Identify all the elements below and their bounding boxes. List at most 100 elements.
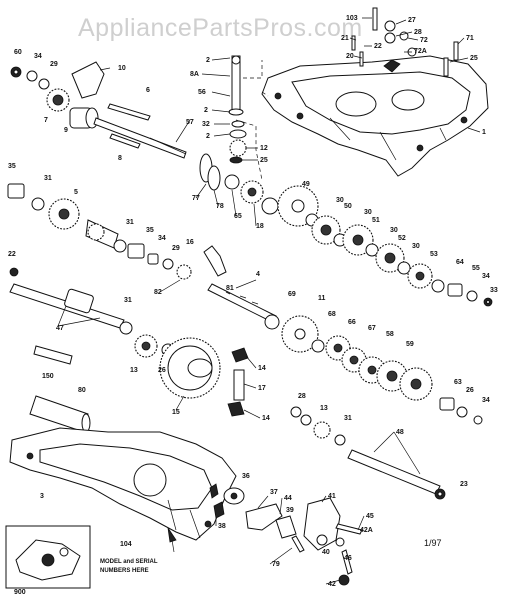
callout-14: 14 [258,365,266,372]
callout-30d: 30 [412,243,420,250]
callout-46: 46 [344,555,352,562]
inset-overview [5,525,177,589]
callout-5: 5 [74,189,78,196]
callout-59: 59 [406,341,414,348]
callout-10: 10 [118,65,126,72]
callout-11: 11 [318,295,326,302]
callout-52: 52 [398,235,406,242]
callout-17: 17 [258,385,266,392]
brake-shift-parts [209,483,363,586]
callout-27: 27 [408,17,416,24]
callout-51: 51 [372,217,380,224]
callout-34: 34 [34,53,42,60]
axle-47 [9,267,133,335]
callout-42: 42 [328,581,336,588]
callout-39: 39 [286,507,294,514]
callout-3: 3 [40,493,44,500]
callout-16: 16 [186,239,194,246]
callout-22: 22 [374,43,382,50]
callout-33: 33 [490,287,498,294]
callout-72a: 72A [414,48,427,55]
differential-assembly [134,334,249,417]
callout-81: 81 [226,285,234,292]
callout-72: 72 [420,37,428,44]
callout-14b: 14 [262,415,270,422]
callout-37: 37 [270,489,278,496]
callout-65: 65 [234,213,242,220]
callout-13b: 13 [320,405,328,412]
callout-31: 31 [44,175,52,182]
callout-35: 35 [8,163,16,170]
callout-29: 29 [50,61,58,68]
callout-77: 77 [192,195,200,202]
callout-900: 900 [14,589,26,596]
upper-hardware-group [351,7,459,77]
callout-80: 80 [78,387,86,394]
callout-31c: 31 [124,297,132,304]
callout-38: 38 [218,523,226,530]
output-gear-row [264,314,483,446]
callout-58: 58 [386,331,394,338]
callout-35b: 35 [146,227,154,234]
callout-26b: 26 [466,387,474,394]
callout-23: 23 [460,481,468,488]
callout-30a: 30 [336,197,344,204]
callout-69: 69 [288,291,296,298]
callout-42a: 42A [360,527,373,534]
callout-68: 68 [328,311,336,318]
callout-63: 63 [454,379,462,386]
callout-56: 56 [198,89,206,96]
callout-22b: 22 [8,251,16,258]
callout-44: 44 [284,495,292,502]
input-shaft-parts [7,183,277,323]
callout-34d: 34 [482,397,490,404]
leader-lines [57,17,481,585]
callout-34c: 34 [158,235,166,242]
callout-25: 25 [470,55,478,62]
callout-67: 67 [368,325,376,332]
callout-53: 53 [430,251,438,258]
callout-104: 104 [120,541,132,548]
callout-26: 26 [158,367,166,374]
callout-66: 66 [348,319,356,326]
callout-34b: 34 [482,273,490,280]
callout-8: 8 [118,155,122,162]
callout-2: 2 [206,57,210,64]
callout-9: 9 [64,127,68,134]
callout-150: 150 [42,373,54,380]
callout-28b: 28 [298,393,306,400]
callout-25b: 25 [260,157,268,164]
callout-50: 50 [344,203,352,210]
callout-31d: 31 [344,415,352,422]
lower-housing-part [9,427,237,541]
callout-47: 47 [56,325,64,332]
callout-7: 7 [44,117,48,124]
callout-15: 15 [172,409,180,416]
callout-labels: 103 27 28 72 72A 22 21 20 71 25 1 60 34 … [8,15,498,596]
callout-28: 28 [414,29,422,36]
countershaft-gear-row [199,153,493,307]
callout-103: 103 [346,15,358,22]
callout-13: 13 [130,367,138,374]
watermark: AppliancePartsPros.com [78,14,363,42]
vertical-shaft-stack [228,55,247,164]
callout-57: 57 [186,119,194,126]
callout-18: 18 [256,223,264,230]
callout-79: 79 [272,561,280,568]
callout-78: 78 [216,203,224,210]
callout-30b: 30 [364,209,372,216]
shaft-57 [93,117,187,159]
callout-55: 55 [472,265,480,272]
callout-4: 4 [256,271,260,278]
callout-71: 71 [466,35,474,42]
callout-2c: 2 [206,133,210,140]
callout-20: 20 [346,53,354,60]
callout-21: 21 [341,35,349,42]
callout-29b: 29 [172,245,180,252]
upper-housing-part [261,55,489,177]
date-code: 1/97 [424,538,442,548]
callout-12: 12 [260,145,268,152]
callout-32: 32 [202,121,210,128]
inset-label-line2: NUMBERS HERE [100,568,149,574]
